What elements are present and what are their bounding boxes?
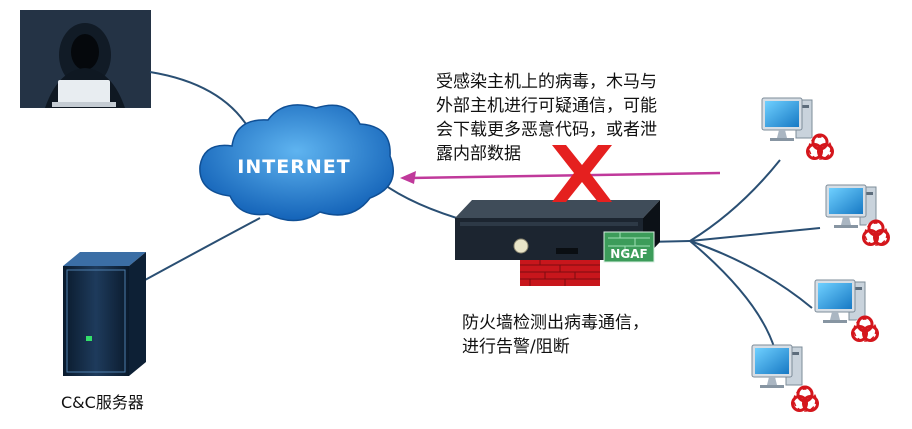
internet-label: INTERNET [237, 156, 350, 178]
link-pc-1 [689, 159, 781, 242]
cc-server-icon [63, 252, 146, 376]
cc-server-label: C&C服务器 [61, 393, 144, 412]
biohazard-icon [790, 385, 820, 415]
svg-text:NGAF: NGAF [610, 247, 647, 261]
internet-cloud-icon: INTERNET [199, 104, 394, 222]
infected-pc-2 [825, 184, 891, 249]
link-cc-internet [144, 217, 261, 281]
infection-message: 受感染主机上的病毒，木马与 外部主机进行可疑通信，可能 会下载更多恶意代码，或者… [436, 72, 657, 164]
infected-pc-1 [761, 97, 835, 163]
malicious-traffic-arrow [400, 171, 721, 184]
infected-pc-4 [751, 344, 820, 415]
hacker-photo [20, 10, 151, 108]
firewall-appliance-icon: NGAF [455, 200, 660, 286]
link-pc-2 [689, 227, 821, 242]
link-internet-firewall [377, 179, 471, 223]
link-pc-3 [689, 240, 813, 309]
biohazard-icon [850, 315, 880, 345]
firewall-caption: 防火墙检测出病毒通信， 进行告警/阻断 [462, 313, 649, 357]
link-pc-4 [689, 240, 776, 351]
biohazard-icon [805, 133, 835, 163]
ngaf-badge: NGAF [603, 231, 655, 263]
biohazard-icon [861, 219, 891, 249]
blocked-x-icon [552, 145, 612, 202]
infected-pc-3 [814, 279, 880, 345]
